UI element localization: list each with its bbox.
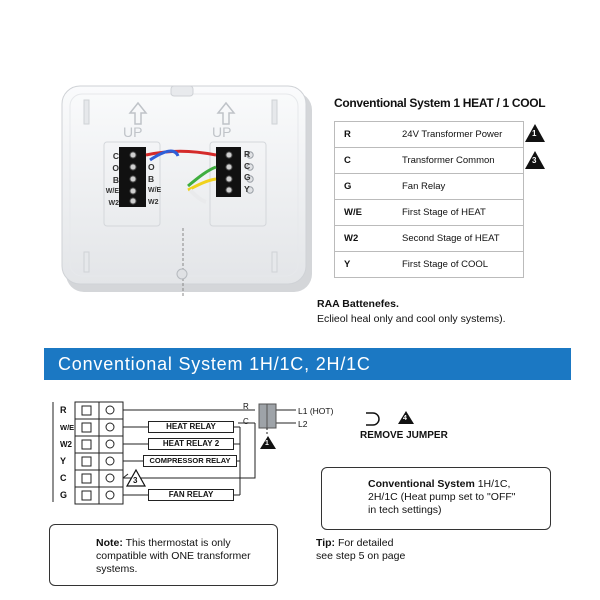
up-label-left: UP <box>123 124 143 140</box>
l1-label: L1 (HOT) <box>298 406 334 416</box>
tip-line: For detailed <box>335 537 394 549</box>
remove-jumper-label: REMOVE JUMPER <box>360 430 448 441</box>
warning-badge-icon <box>525 151 545 169</box>
red-wire <box>145 149 217 157</box>
schematic-terminal-label: W/E <box>60 423 75 432</box>
l2-label: L2 <box>298 419 308 429</box>
warning-badge-icon <box>525 124 545 142</box>
warning-badge-icon <box>125 468 147 487</box>
callout-line: 2H/1C (Heat pump set to "OFF" <box>368 491 516 503</box>
callout-line: in tech settings) <box>368 504 442 516</box>
callout-line: systems. <box>96 563 138 575</box>
right-terminal-labels: R C G Y <box>244 149 251 195</box>
wire-label-c: C <box>243 417 249 426</box>
terminal-label: Y <box>244 183 250 194</box>
terminal-label: C <box>112 151 119 161</box>
heat-relay-2-box: HEAT RELAY 2 <box>148 438 234 450</box>
schematic-terminal-label: Y <box>60 456 67 466</box>
terminal-function: First Stage of COOL <box>402 251 524 278</box>
conventional-system-callout <box>321 467 551 530</box>
left-terminal-labels: C O B W/E W2 <box>105 150 119 210</box>
schematic-terminal-label: C <box>60 473 67 483</box>
callout-line: This thermostat is only <box>122 537 231 549</box>
jumper-icon <box>366 412 380 426</box>
schematic-terminal-label: G <box>60 490 68 500</box>
conventional-callout-text: Conventional System 1H/1C, 2H/1C (Heat p… <box>368 478 516 517</box>
warning-badge-icon <box>260 436 276 449</box>
terminal-label: W/E <box>148 187 162 194</box>
terminal-label: W/E <box>105 188 119 195</box>
up-arrow-icon <box>216 101 236 125</box>
battery-note: Eclieol heal only and cool only systems)… <box>317 313 506 325</box>
terminal-label: W2 <box>108 200 120 207</box>
terminal-function: 24V Transformer Power <box>402 121 524 148</box>
section-banner <box>44 348 571 380</box>
tip-line: see step 5 on page <box>316 550 406 562</box>
terminal-label: O <box>112 163 119 173</box>
terminal-code: Y <box>334 251 402 278</box>
callout-line: compatible with ONE transformer <box>96 550 251 562</box>
terminal-label: O <box>148 162 155 172</box>
terminal-label: G <box>244 172 251 182</box>
terminal-code: W/E <box>334 199 402 226</box>
blue-wire <box>149 149 180 162</box>
note-callout <box>49 524 278 586</box>
fan-relay-box: FAN RELAY <box>148 489 234 501</box>
badge-number: 1 <box>265 440 269 447</box>
wall-plate <box>61 85 307 285</box>
terminal-code: W2 <box>334 225 402 252</box>
callout-bold: Conventional System <box>368 478 475 490</box>
banner-title: Conventional System 1H/1C, 2H/1C <box>58 354 371 374</box>
terminal-code: G <box>334 173 402 200</box>
up-label-right: UP <box>212 124 232 140</box>
tip-bold: Tip: <box>316 537 336 549</box>
terminal-label: W2 <box>148 199 159 206</box>
wire-label-r: R <box>243 402 249 411</box>
terminal-code: C <box>334 147 402 174</box>
terminal-function: Fan Relay <box>402 173 524 200</box>
terminal-label: C <box>244 160 251 171</box>
compressor-relay-box: COMPRESSOR RELAY <box>143 455 237 467</box>
warning-badge-icon <box>398 411 414 424</box>
terminal-label: R <box>244 149 251 159</box>
badge-number: 1 <box>532 129 537 138</box>
terminal-label: B <box>148 174 155 184</box>
note-callout-text: Note: This thermostat is only compatible… <box>96 537 251 576</box>
left-terminal-labels-right: O B W/E W2 <box>148 161 161 209</box>
terminal-code: R <box>334 121 402 148</box>
up-arrow-icon <box>128 101 148 125</box>
terminal-function: Transformer Common <box>402 147 524 174</box>
badge-number: 4 <box>403 415 407 422</box>
terminal-function: Second Stage of HEAT <box>402 225 524 252</box>
schematic-terminal-label: W2 <box>60 440 72 449</box>
tip-text: Tip: For detailed see step 5 on page <box>316 537 405 563</box>
battery-title: RAA Battenefes. <box>317 298 399 310</box>
badge-number: 3 <box>532 156 537 165</box>
callout-bold: Note: <box>96 537 123 549</box>
heat-relay-box: HEAT RELAY <box>148 421 234 433</box>
terminal-label: B <box>112 175 119 185</box>
section-title: Conventional System 1 HEAT / 1 COOL <box>334 96 546 110</box>
schematic-terminal-label: R <box>60 405 67 415</box>
terminal-function: First Stage of HEAT <box>402 199 524 226</box>
green-wire <box>187 165 217 188</box>
callout-line: 1H/1C, <box>474 478 511 490</box>
yellow-wire <box>187 177 217 192</box>
badge-number: 3 <box>133 476 138 485</box>
